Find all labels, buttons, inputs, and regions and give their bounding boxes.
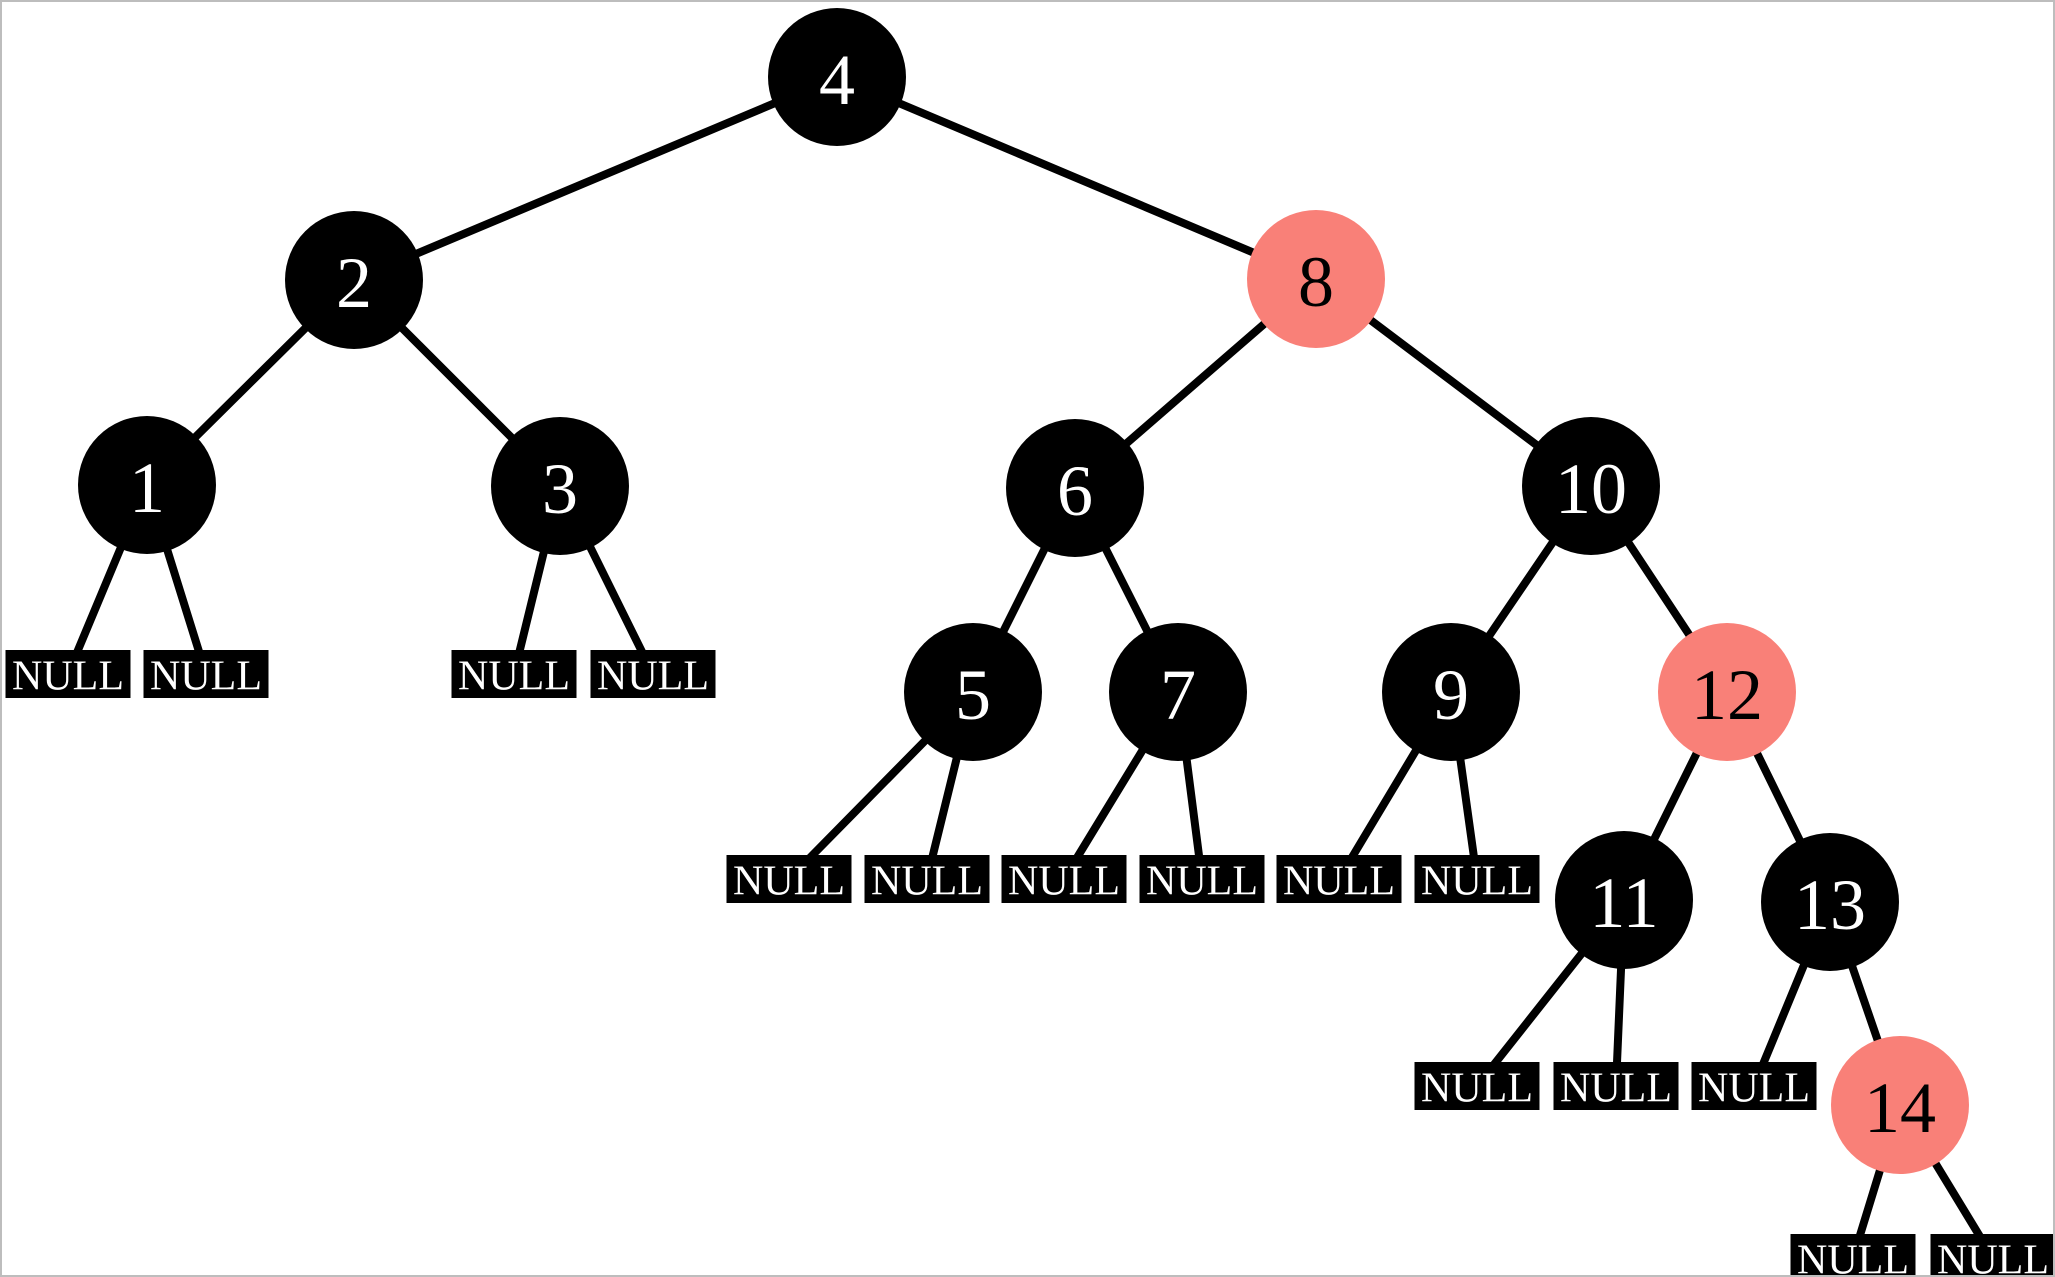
node-value-label: 13 (1794, 865, 1866, 945)
null-leaf: NULL (1691, 1062, 1817, 1112)
tree-node-9: 9 (1382, 623, 1520, 761)
node-value-label: 5 (955, 655, 991, 735)
null-leaf-box (1276, 855, 1402, 903)
null-leaf-box (1414, 1062, 1540, 1110)
null-leaf-box (5, 650, 131, 698)
null-leaf-box (1001, 855, 1127, 903)
null-leaf: NULL (1414, 1062, 1540, 1112)
null-leaf-label: NULL (1421, 1066, 1533, 1112)
edge-4-2 (350, 73, 841, 284)
null-leaf-label: NULL (1008, 859, 1120, 905)
black-node-circle (768, 8, 906, 146)
node-value-label: 6 (1057, 451, 1093, 531)
null-leaf-label: NULL (733, 859, 845, 905)
null-leaf-box (1790, 1234, 1916, 1275)
null-leaf: NULL (451, 650, 577, 700)
null-leaf-box (590, 650, 716, 698)
tree-node-10: 10 (1522, 417, 1660, 555)
null-leaf-box (143, 650, 269, 698)
null-leaf: NULL (590, 650, 716, 700)
null-leaf-label: NULL (458, 654, 570, 700)
tree-node-14: 14 (1831, 1036, 1969, 1174)
node-value-label: 3 (542, 449, 578, 529)
null-leaf-label: NULL (1283, 859, 1395, 905)
black-node-circle (1522, 417, 1660, 555)
null-leaf: NULL (1930, 1234, 2053, 1277)
tree-node-3: 3 (491, 417, 629, 555)
black-node-circle (1382, 623, 1520, 761)
null-leaf-box (1139, 855, 1265, 903)
null-leaf: NULL (864, 855, 990, 905)
null-leaf-box (726, 855, 852, 903)
tree-node-11: 11 (1555, 831, 1693, 969)
null-leaf: NULL (143, 650, 269, 700)
red-node-circle (1831, 1036, 1969, 1174)
null-leaf: NULL (726, 855, 852, 905)
node-value-label: 7 (1160, 655, 1196, 735)
null-leaf-box (1414, 855, 1540, 903)
tree-node-4: 4 (768, 8, 906, 146)
node-value-label: 12 (1691, 655, 1763, 735)
node-value-label: 2 (336, 243, 372, 323)
black-node-circle (1006, 419, 1144, 557)
null-leaf: NULL (1553, 1062, 1679, 1112)
tree-node-2: 2 (285, 211, 423, 349)
node-value-label: 1 (129, 448, 165, 528)
tree-node-6: 6 (1006, 419, 1144, 557)
null-leaf-label: NULL (1698, 1066, 1810, 1112)
black-node-circle (904, 623, 1042, 761)
null-leaf-label: NULL (150, 654, 262, 700)
red-node-circle (1247, 210, 1385, 348)
node-value-label: 4 (819, 40, 855, 120)
black-node-circle (78, 416, 216, 554)
null-leaf-box (1930, 1234, 2053, 1275)
null-leaf-label: NULL (1421, 859, 1533, 905)
null-leaf-label: NULL (1797, 1238, 1909, 1277)
node-value-label: 11 (1589, 863, 1658, 943)
null-leaf-box (864, 855, 990, 903)
node-value-label: 10 (1555, 449, 1627, 529)
null-leaf: NULL (1276, 855, 1402, 905)
null-leaf-box (451, 650, 577, 698)
null-leaf-label: NULL (1146, 859, 1258, 905)
null-leaf-label: NULL (597, 654, 709, 700)
tree-node-7: 7 (1109, 623, 1247, 761)
null-leaf-box (1691, 1062, 1817, 1110)
edge-4-8 (833, 73, 1320, 283)
red-node-circle (1658, 623, 1796, 761)
null-leaf: NULL (1414, 855, 1540, 905)
null-leaf: NULL (1790, 1234, 1916, 1277)
black-node-circle (1761, 833, 1899, 971)
node-value-label: 8 (1298, 242, 1334, 322)
null-leaf: NULL (1139, 855, 1265, 905)
tree-node-13: 13 (1761, 833, 1899, 971)
null-leaf-box (1553, 1062, 1679, 1110)
null-leaf-label: NULL (1560, 1066, 1672, 1112)
black-node-circle (1109, 623, 1247, 761)
null-leaf-label: NULL (1937, 1238, 2049, 1277)
tree-node-5: 5 (904, 623, 1042, 761)
tree-node-8: 8 (1247, 210, 1385, 348)
tree-node-1: 1 (78, 416, 216, 554)
null-leaf: NULL (1001, 855, 1127, 905)
null-leaf: NULL (5, 650, 131, 700)
null-leaf-label: NULL (12, 654, 124, 700)
black-node-circle (285, 211, 423, 349)
black-node-circle (1555, 831, 1693, 969)
black-node-circle (491, 417, 629, 555)
null-leaf-label: NULL (871, 859, 983, 905)
node-value-label: 14 (1864, 1068, 1936, 1148)
tree-node-12: 12 (1658, 623, 1796, 761)
node-value-label: 9 (1433, 655, 1469, 735)
